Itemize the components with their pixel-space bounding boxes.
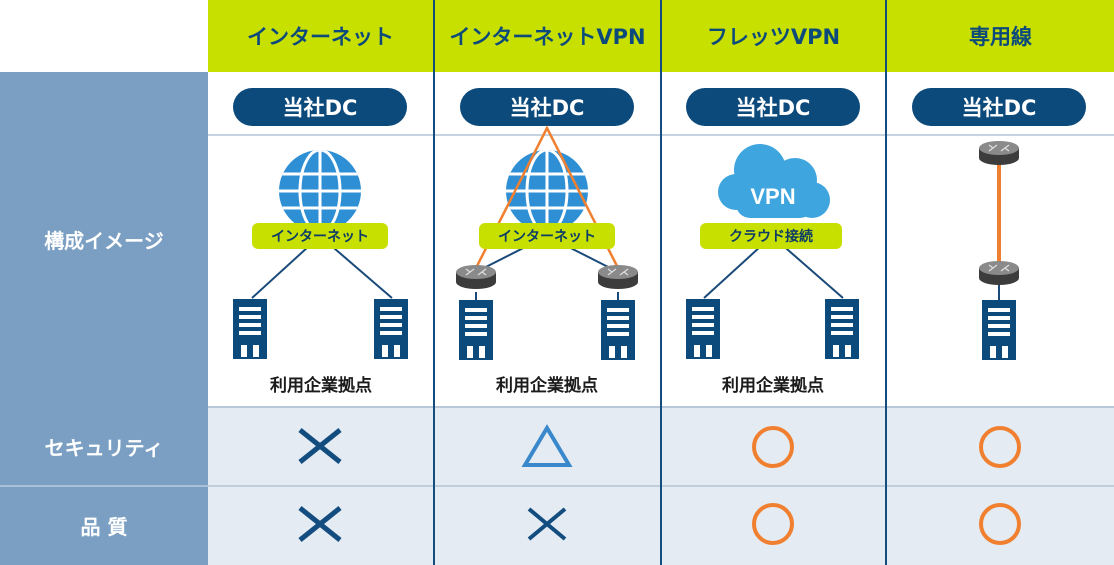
- router-icon: [455, 264, 497, 290]
- header-flets-vpn: フレッツVPN: [662, 0, 885, 72]
- vpn-tunnel-line: [474, 125, 620, 269]
- diagram-leased-line: [978, 140, 1020, 360]
- column-divider-2: [660, 0, 662, 565]
- dc-pill-internet-vpn-text: 当社DC: [509, 96, 585, 120]
- cross-mark-icon: [298, 506, 342, 542]
- header-internet-vpn: インターネットVPN: [435, 0, 660, 72]
- column-divider-1: [433, 0, 435, 565]
- network-tag-internet-vpn: インターネット: [479, 223, 615, 249]
- row-label-image: 構成イメージ: [0, 72, 208, 407]
- circle-mark-icon: [979, 426, 1021, 468]
- circle-mark-icon: [979, 503, 1021, 545]
- diagram-flets-vpn: VPN: [686, 144, 859, 359]
- rating-quality-internet-vpn: [527, 507, 567, 541]
- network-tag-flets-vpn-text: クラウド接続: [729, 229, 813, 245]
- router-icon: [597, 264, 639, 290]
- building-icon: [374, 299, 408, 359]
- rating-security-leased-line: [979, 426, 1021, 468]
- globe-icon: [279, 150, 361, 232]
- dc-pill-leased-line-text: 当社DC: [961, 96, 1037, 120]
- dc-pill-leased-line: 当社DC: [912, 88, 1086, 126]
- rating-security-internet: [298, 428, 342, 464]
- row-label-quality-text: 品 質: [80, 515, 128, 539]
- building-icon: [825, 299, 859, 359]
- header-internet: インターネット: [208, 0, 433, 72]
- row-label-separator: [0, 485, 208, 487]
- dc-pill-flets-vpn: 当社DC: [686, 88, 860, 126]
- column-divider-3: [885, 0, 887, 565]
- dc-pill-internet-vpn: 当社DC: [460, 88, 634, 126]
- header-leased-line-text: 専用線: [969, 25, 1032, 49]
- dc-pill-internet: 当社DC: [233, 88, 407, 126]
- building-icon: [233, 299, 267, 359]
- rating-quality-internet: [298, 506, 342, 542]
- circle-mark-icon: [752, 426, 794, 468]
- network-tag-internet-text: インターネット: [271, 229, 369, 245]
- row-label-image-text: 構成イメージ: [44, 229, 164, 253]
- dc-pill-flets-vpn-text: 当社DC: [735, 96, 811, 120]
- cloud-label: VPN: [750, 184, 795, 209]
- diagram-internet-vpn: [455, 125, 639, 360]
- network-tag-internet: インターネット: [252, 223, 388, 249]
- header-leased-line: 専用線: [887, 0, 1114, 72]
- router-icon: [978, 140, 1020, 166]
- triangle-mark-icon: [521, 424, 573, 467]
- site-label-internet-vpn: 利用企業拠点: [496, 376, 598, 396]
- dc-pill-internet-text: 当社DC: [282, 96, 358, 120]
- site-label-internet: 利用企業拠点: [270, 376, 372, 396]
- row-label-security: セキュリティ: [0, 407, 208, 486]
- cloud-icon: VPN: [718, 144, 830, 218]
- building-icon: [686, 299, 720, 359]
- row-label-quality: 品 質: [0, 486, 208, 565]
- network-tag-internet-vpn-text: インターネット: [498, 229, 596, 245]
- header-internet-vpn-text: インターネットVPN: [449, 25, 646, 49]
- rating-quality-flets-vpn: [752, 503, 794, 545]
- rating-security-internet-vpn: [521, 424, 573, 467]
- building-icon: [601, 300, 635, 360]
- diagram-internet: [233, 150, 408, 359]
- rating-security-flets-vpn: [752, 426, 794, 468]
- circle-mark-icon: [752, 503, 794, 545]
- network-tag-flets-vpn: クラウド接続: [700, 223, 842, 249]
- rating-quality-leased-line: [979, 503, 1021, 545]
- cross-mark-icon: [298, 428, 342, 464]
- header-internet-text: インターネット: [247, 25, 394, 49]
- header-flets-vpn-text: フレッツVPN: [706, 25, 841, 49]
- globe-icon: [506, 150, 588, 232]
- cross-mark-icon: [527, 507, 567, 541]
- row-label-security-text: セキュリティ: [44, 436, 164, 460]
- site-label-flets-vpn: 利用企業拠点: [722, 376, 824, 396]
- building-icon: [982, 300, 1016, 360]
- building-icon: [459, 300, 493, 360]
- router-icon: [978, 260, 1020, 286]
